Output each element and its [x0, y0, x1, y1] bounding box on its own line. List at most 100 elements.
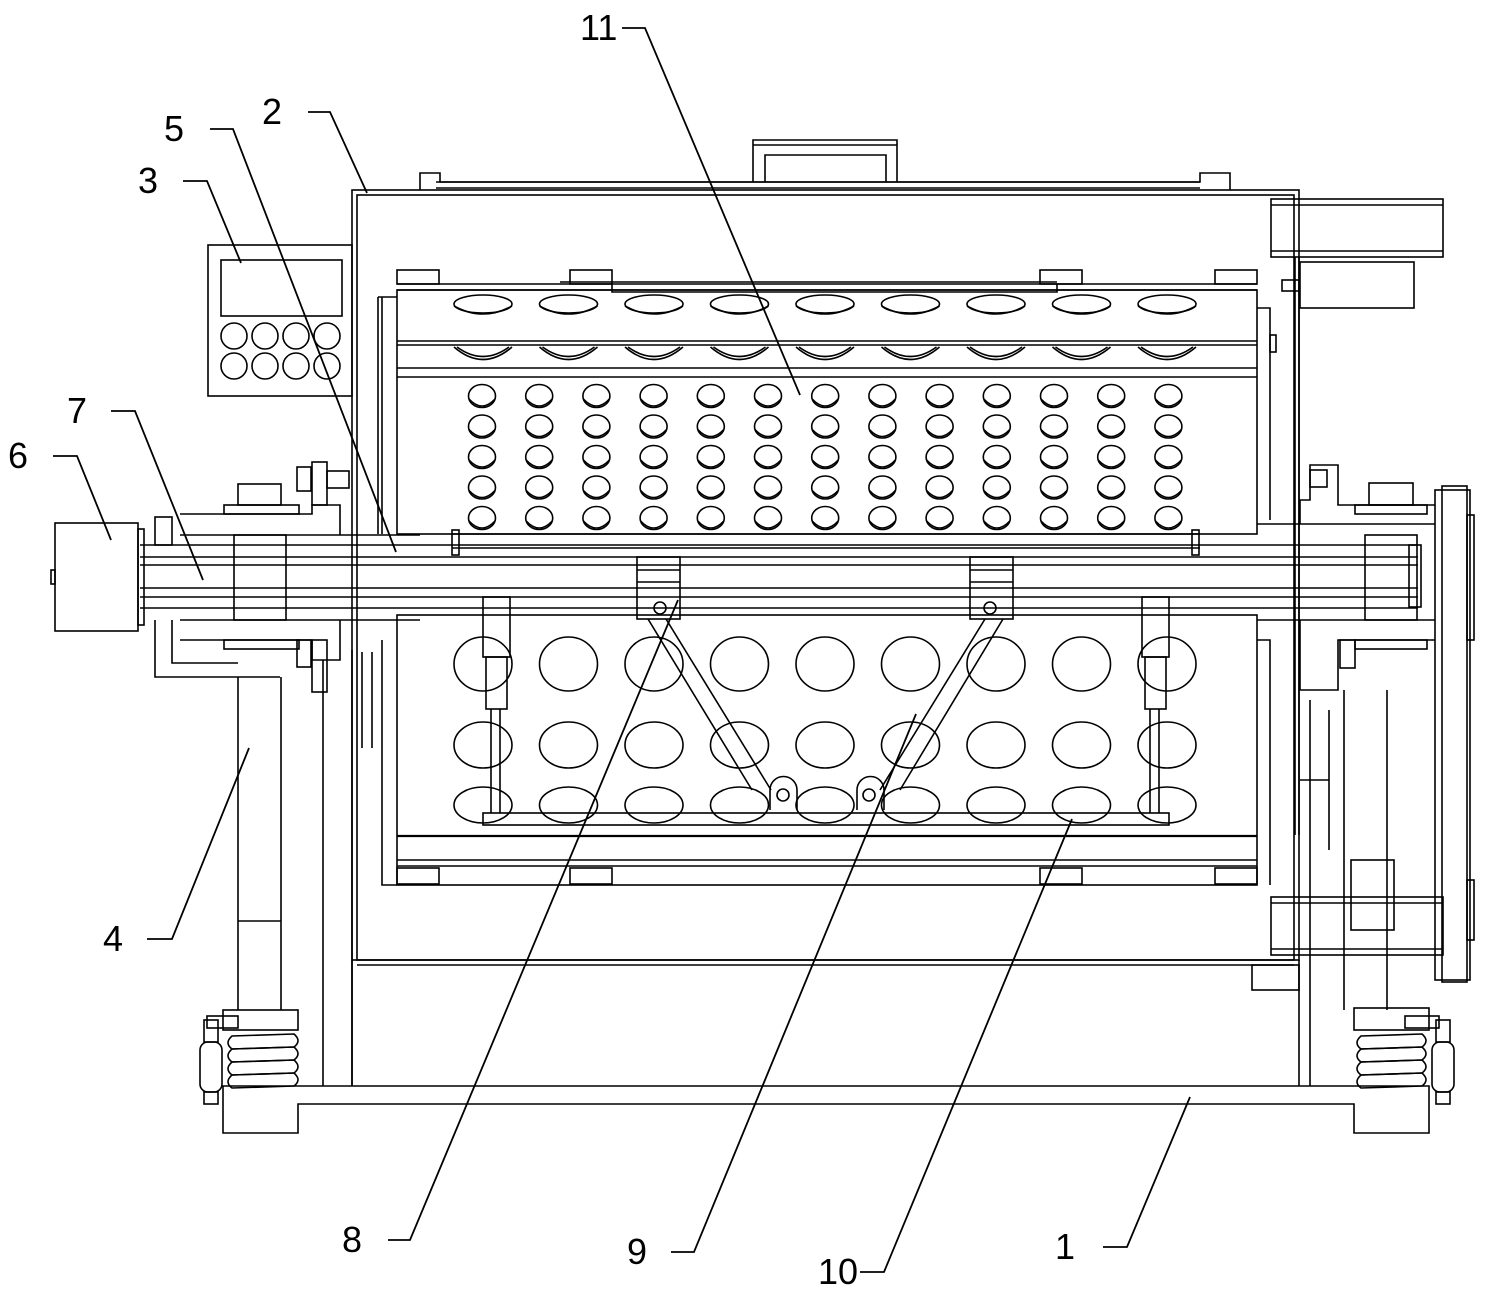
drum-hole-edge — [926, 459, 954, 468]
drum-small-holes — [467, 383, 1183, 531]
basket-hole — [709, 786, 770, 824]
drum-hole — [696, 383, 726, 409]
drum-hole — [925, 383, 954, 409]
drum-hole-edge — [1097, 459, 1125, 468]
drum-hole — [467, 444, 497, 470]
drum-hole-edge — [697, 398, 725, 407]
drum-hole — [582, 383, 611, 409]
springs — [227, 1033, 1427, 1089]
drum-hole-edge — [468, 520, 496, 529]
basket-hole — [795, 786, 855, 824]
drum-hole-edge — [468, 398, 496, 407]
drum-hole-edge — [525, 489, 553, 499]
rim-hole-edge — [1137, 305, 1197, 315]
basket-hole — [538, 786, 599, 824]
drum-hole — [524, 414, 554, 439]
base-plate — [222, 1085, 1430, 1134]
spring-left-coil — [227, 1072, 299, 1089]
drum-hole-edge — [1040, 489, 1068, 499]
drum-hole-edge — [983, 489, 1011, 499]
leader-7 — [111, 410, 204, 581]
drum-hole — [925, 444, 954, 470]
rim-hole — [624, 346, 684, 361]
rim-hole — [880, 346, 941, 361]
basket-hole — [1051, 636, 1112, 692]
basket-hole — [1137, 786, 1197, 824]
basket-hole — [966, 721, 1026, 769]
rim-hole-edge — [884, 346, 937, 358]
drum-hole — [639, 383, 668, 409]
drum-hole-edge — [525, 459, 553, 468]
drum-hole — [467, 414, 497, 439]
housing — [351, 139, 1300, 1086]
drum-hole — [639, 505, 668, 531]
sliding-blocks — [636, 556, 1014, 620]
drum-hole-edge — [640, 459, 668, 468]
leader-2 — [308, 111, 368, 194]
leader-10 — [860, 818, 1073, 1273]
drum-hole-edge — [1040, 459, 1068, 468]
drum-hole-edge — [754, 398, 782, 407]
drum-hole-edge — [811, 398, 839, 407]
rim-hole-edge — [1055, 346, 1108, 358]
drum-hole — [982, 475, 1012, 500]
drum-hole — [696, 414, 726, 439]
drum-hole-edge — [640, 489, 668, 499]
rim-hole — [795, 294, 855, 314]
drum-hole-edge — [868, 489, 896, 499]
drum-hole — [1096, 414, 1126, 439]
callout-6: 6 — [8, 435, 28, 476]
drum-hole — [1154, 444, 1183, 470]
rim-hole-edge — [1052, 305, 1111, 315]
right-upper-box — [1270, 198, 1444, 835]
drum-hole — [810, 383, 840, 409]
rim-hole-edge — [969, 346, 1023, 358]
drum-hole-edge — [983, 459, 1011, 468]
rim-hole — [1137, 294, 1197, 314]
drum-hole — [524, 383, 554, 409]
drum-hole-edge — [525, 428, 553, 438]
drum-hole — [582, 414, 611, 439]
control-button — [313, 352, 341, 380]
basket-hole — [624, 721, 684, 769]
drum-hole — [1154, 475, 1183, 500]
drum-hole — [524, 475, 554, 500]
drum-hole — [925, 414, 954, 439]
drum-hole — [582, 475, 611, 500]
callout-1: 1 — [1055, 1226, 1075, 1267]
drum-hole — [868, 444, 897, 470]
drum-hole-edge — [811, 489, 839, 499]
basket-hole — [880, 721, 941, 769]
drum-hole-edge — [868, 520, 896, 529]
rim-hole — [966, 346, 1026, 361]
drum-hole — [467, 505, 497, 531]
drum-hole-edge — [926, 520, 954, 529]
drum-hole-edge — [582, 520, 610, 529]
drum-hole — [1039, 475, 1069, 500]
basket-hole — [624, 636, 684, 692]
drum-hole — [753, 505, 783, 531]
drum-hole-edge — [926, 489, 954, 499]
drum-hole-edge — [811, 520, 839, 529]
rim-hole — [709, 346, 770, 361]
drum-hole — [1039, 444, 1069, 470]
drum-hole — [982, 414, 1012, 439]
drum-hole — [582, 505, 611, 531]
drum-hole — [1039, 414, 1069, 439]
drum-rim-holes-mid — [453, 346, 1197, 361]
rim-hole-edge — [627, 346, 681, 358]
lower-basket-holes — [453, 636, 1197, 824]
spring-right-coil — [1356, 1072, 1427, 1089]
leader-9 — [671, 713, 917, 1253]
drum-hole — [982, 505, 1012, 531]
drum-hole — [639, 475, 668, 500]
drum-hole-edge — [754, 459, 782, 468]
drum-hole — [467, 475, 497, 500]
drum-hole — [1096, 505, 1126, 531]
drum-hole-edge — [926, 428, 954, 438]
control-display — [220, 259, 343, 317]
control-button — [220, 352, 248, 380]
basket-hole — [453, 721, 513, 769]
drum-hole — [1154, 383, 1183, 409]
